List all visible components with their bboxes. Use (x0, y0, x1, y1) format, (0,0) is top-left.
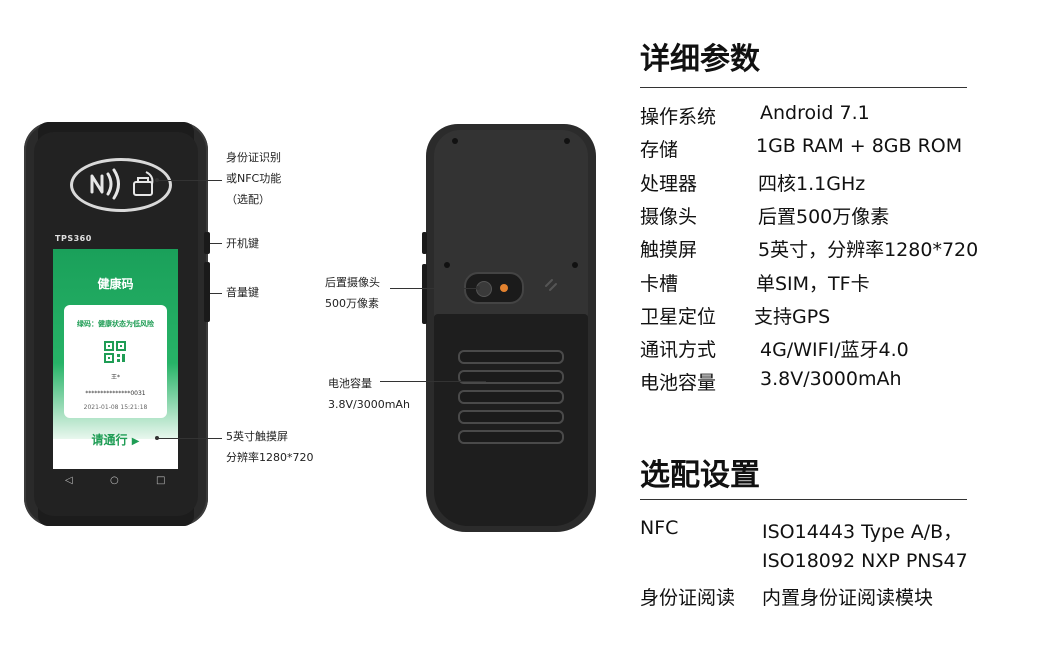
callout-touchscreen-line2: 分辨率1280*720 (226, 451, 314, 464)
health-code-screen: 健康码 绿码：健康状态为低风险 王* ***************0031 2… (53, 249, 178, 469)
nav-home-icon[interactable]: ○ (110, 475, 119, 486)
spec-label: 摄像头 (640, 205, 698, 228)
spec-label: 存储 (640, 139, 679, 162)
option-value-id-reader: 内置身份证阅读模块 (762, 587, 934, 609)
camera-flash-icon (500, 284, 508, 292)
callout-id-nfc-line1: 身份证识别 (226, 151, 281, 164)
scan-datetime: 2021-01-08 15:21:18 (83, 404, 148, 411)
device-back (422, 124, 596, 532)
back-grill-slot (458, 350, 564, 364)
options-title-rule (640, 499, 967, 500)
callout-line-screen (157, 438, 222, 439)
callout-dot-camera (476, 286, 480, 290)
qr-code-icon (104, 341, 126, 363)
screw (444, 262, 450, 268)
spec-value: 5英寸，分辨率1280*720 (758, 239, 979, 262)
health-code-card: 绿码：健康状态为低风险 王* ***************0031 2021-… (64, 305, 167, 418)
callout-line-battery (380, 381, 486, 382)
callout-id-nfc-line3: （选配） (226, 193, 270, 206)
option-label-id-reader: 身份证阅读 (640, 587, 736, 609)
nav-back-icon[interactable]: ◁ (65, 475, 73, 486)
callout-line-camera (390, 288, 478, 289)
holder-id-masked: ***************0031 (85, 390, 146, 397)
speaker-icon (545, 279, 557, 291)
holder-name: 王* (110, 374, 120, 381)
back-grill-slot (458, 390, 564, 404)
nfc-icon (90, 168, 154, 200)
callout-volume-key: 音量键 (226, 286, 259, 299)
screw (564, 138, 570, 144)
spec-value: 后置500万像素 (758, 205, 890, 228)
spec-section-title: 详细参数 (640, 42, 760, 77)
pass-arrow-icon: ▶ (131, 436, 140, 447)
back-grill-slot (458, 410, 564, 424)
callout-line-volume (210, 293, 222, 294)
callout-rear-camera-line1: 后置摄像头 (325, 276, 380, 289)
spec-value: 单SIM，TF卡 (756, 272, 870, 295)
callout-battery-line1: 电池容量 (328, 377, 372, 390)
nfc-reader-ring (70, 158, 172, 212)
spec-label: 处理器 (640, 172, 698, 195)
spec-label: 电池容量 (640, 372, 717, 395)
spec-label: 操作系统 (640, 106, 717, 128)
option-label-nfc: NFC (640, 517, 679, 539)
callout-touchscreen-line1: 5英寸触摸屏 (226, 430, 288, 443)
screw (572, 262, 578, 268)
spec-value: 四核1.1GHz (758, 172, 866, 195)
spec-label: 卫星定位 (640, 305, 717, 328)
options-section-title: 选配设置 (640, 458, 760, 493)
spec-value: 1GB RAM + 8GB ROM (756, 135, 963, 158)
callout-line-power (210, 243, 222, 244)
callout-battery-line2: 3.8V/3000mAh (328, 398, 410, 411)
spec-label: 触摸屏 (640, 239, 698, 262)
back-side-key (422, 264, 427, 324)
health-status-text: 绿码：健康状态为低风险 (77, 320, 154, 328)
power-key (204, 232, 210, 254)
spec-value: Android 7.1 (760, 102, 870, 124)
back-side-key (422, 232, 427, 254)
callout-battery: 电池容量 3.8V/3000mAh (328, 373, 410, 415)
callout-rear-camera-line2: 500万像素 (325, 297, 379, 310)
pass-button[interactable]: 请通行 ▶ (53, 431, 178, 448)
option-value-nfc-2: ISO18092 NXP PNS47 (762, 550, 968, 572)
volume-key (204, 262, 210, 322)
callout-touchscreen: 5英寸触摸屏 分辨率1280*720 (226, 426, 314, 468)
nav-recent-icon[interactable]: □ (156, 475, 166, 486)
option-value-nfc-1: ISO14443 Type A/B， (762, 521, 963, 543)
callout-id-nfc: 身份证识别 或NFC功能 （选配） (226, 147, 281, 210)
spec-value: 支持GPS (754, 305, 831, 328)
back-grill-slot (458, 370, 564, 384)
callout-line-nfc (157, 180, 222, 181)
spec-value: 3.8V/3000mAh (760, 368, 902, 391)
screw (452, 138, 458, 144)
screen-title: 健康码 (97, 277, 134, 291)
pass-button-label: 请通行 (91, 433, 128, 447)
android-nav-bar: ◁ ○ □ (53, 475, 178, 489)
back-grill-slot (458, 430, 564, 444)
spec-value: 4G/WIFI/蓝牙4.0 (760, 339, 909, 362)
callout-id-nfc-line2: 或NFC功能 (226, 172, 282, 185)
spec-title-rule (640, 87, 967, 88)
spec-label: 卡槽 (640, 272, 679, 295)
callout-rear-camera: 后置摄像头 500万像素 (325, 272, 380, 314)
callout-power-key: 开机键 (226, 237, 259, 250)
spec-label: 通讯方式 (640, 339, 717, 362)
model-label: TPS360 (55, 234, 92, 243)
